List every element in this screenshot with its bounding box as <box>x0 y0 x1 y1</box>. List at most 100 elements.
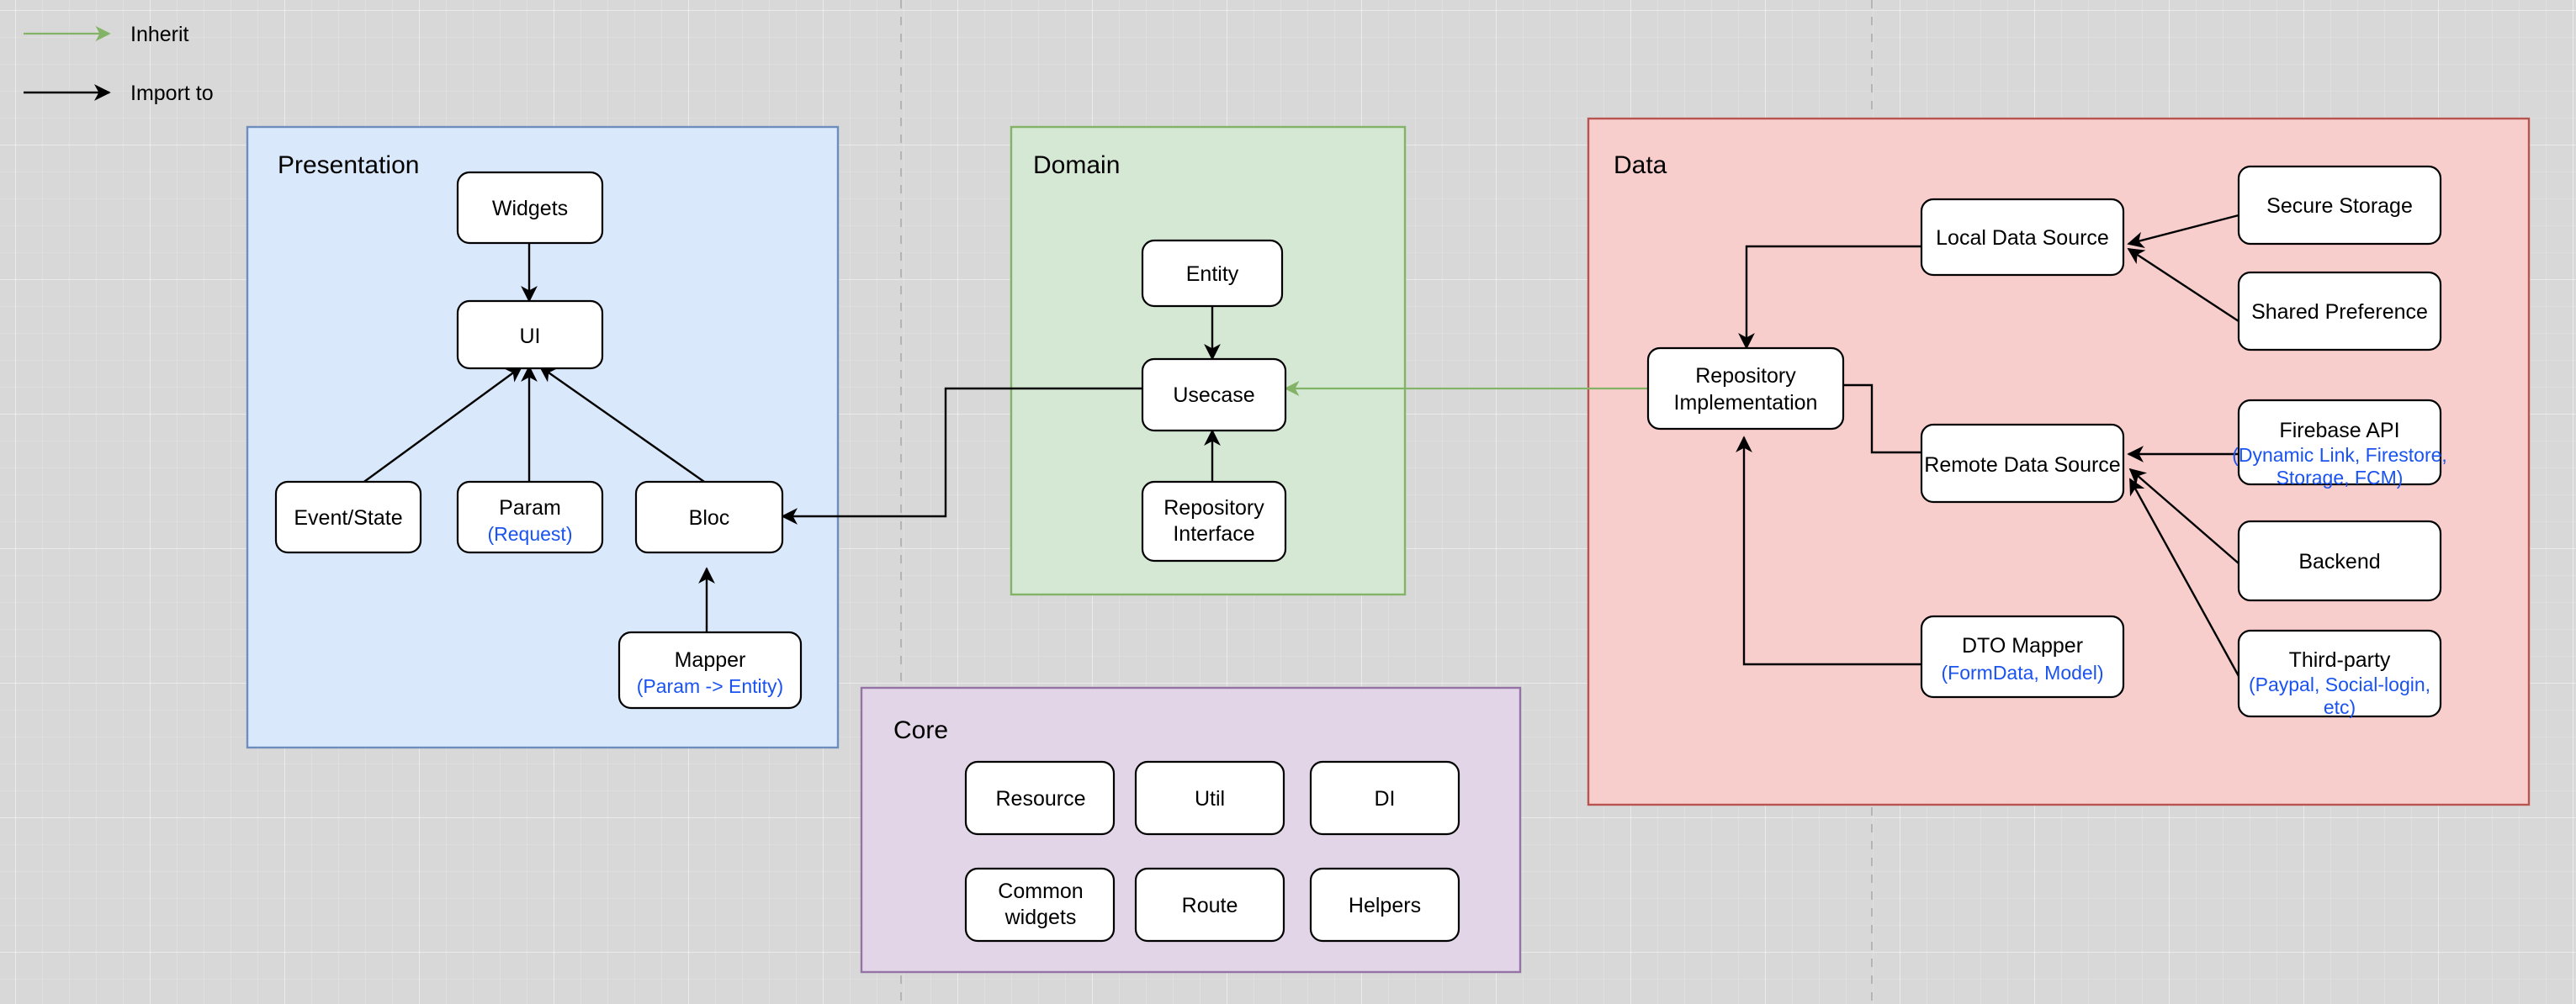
legend-item-inherit: Inherit <box>24 23 189 46</box>
node-repository-interface[interactable]: Repository Interface <box>1141 480 1287 563</box>
legend-item-import-to: Import to <box>24 82 214 105</box>
node-bloc-box <box>634 480 784 554</box>
node-entity-label: Entity <box>1186 262 1239 286</box>
panel-title-core: Core <box>893 716 948 744</box>
node-bloc-label: Bloc <box>689 506 730 530</box>
node-usecase[interactable]: Usecase <box>1141 357 1287 432</box>
node-shared-preference-box <box>2237 271 2442 351</box>
node-param-box <box>456 480 604 554</box>
node-util[interactable]: Util <box>1134 760 1285 836</box>
node-firebase-api-box <box>2237 399 2442 486</box>
node-backend[interactable]: Backend <box>2237 520 2442 602</box>
node-mapper[interactable]: Mapper (Param -> Entity) <box>617 631 803 710</box>
node-di-box <box>1309 760 1460 836</box>
node-resource-label: Resource <box>996 787 1086 811</box>
legend-label-import-to: Import to <box>130 82 214 105</box>
node-usecase-label: Usecase <box>1173 383 1254 407</box>
node-repository-interface-box <box>1141 480 1287 563</box>
node-ui-box <box>456 299 604 370</box>
node-dto-mapper-box <box>1920 615 2125 699</box>
edge-shared-preference-to-local-data-source <box>2127 247 2239 323</box>
node-route-box <box>1134 867 1285 943</box>
node-remote-data-source-label: Remote Data Source <box>1924 453 2120 477</box>
node-third-party-label: Third-party <box>2289 648 2391 672</box>
node-mapper-sublabel: (Param -> Entity) <box>637 675 783 697</box>
node-third-party-sublabel2: etc) <box>2324 696 2356 718</box>
node-ui[interactable]: UI <box>456 299 604 370</box>
node-firebase-api-sublabel2: Storage, FCM) <box>2277 467 2404 489</box>
node-mapper-label: Mapper <box>675 648 746 672</box>
node-backend-label: Backend <box>2298 550 2380 573</box>
node-ui-label: UI <box>520 325 541 348</box>
node-shared-preference-label: Shared Preference <box>2251 300 2428 324</box>
edge-third-party-to-remote-data-source <box>2128 478 2240 677</box>
node-common-widgets-box <box>964 867 1116 943</box>
node-param[interactable]: Param (Request) <box>456 480 604 554</box>
edges <box>361 214 2240 677</box>
node-firebase-api-sublabel: (Dynamic Link, Firestore, <box>2232 444 2447 466</box>
node-repository-implementation-label2: Implementation <box>1674 391 1818 415</box>
edge-bloc-to-ui <box>538 365 708 484</box>
edge-event-state-to-ui <box>361 365 523 484</box>
node-util-label: Util <box>1195 787 1225 811</box>
node-event-state[interactable]: Event/State <box>274 480 422 554</box>
node-widgets-label: Widgets <box>492 197 568 220</box>
node-remote-data-source-box <box>1920 423 2125 504</box>
node-helpers-box <box>1309 867 1460 943</box>
node-firebase-api[interactable]: Firebase API (Dynamic Link, Firestore, S… <box>2232 399 2447 489</box>
node-repository-implementation[interactable]: Repository Implementation <box>1646 346 1845 431</box>
legend: Inherit Import to <box>24 23 214 105</box>
node-event-state-box <box>274 480 422 554</box>
node-local-data-source-label: Local Data Source <box>1936 226 2109 250</box>
node-widgets-box <box>456 171 604 245</box>
node-dto-mapper[interactable]: DTO Mapper (FormData, Model) <box>1920 615 2125 699</box>
node-secure-storage[interactable]: Secure Storage <box>2237 165 2442 246</box>
node-repository-implementation-box <box>1646 346 1845 431</box>
node-backend-box <box>2237 520 2442 602</box>
node-di[interactable]: DI <box>1309 760 1460 836</box>
legend-label-inherit: Inherit <box>130 23 189 46</box>
node-third-party[interactable]: Third-party (Paypal, Social-login, etc) <box>2237 629 2442 718</box>
node-remote-data-source[interactable]: Remote Data Source <box>1920 423 2125 504</box>
node-entity-box <box>1141 239 1284 308</box>
node-helpers-label: Helpers <box>1349 894 1421 917</box>
node-event-state-label: Event/State <box>294 506 402 530</box>
node-dto-mapper-label: DTO Mapper <box>1962 634 2083 658</box>
node-util-box <box>1134 760 1285 836</box>
node-common-widgets-label: Common <box>998 880 1083 903</box>
panel-title-data: Data <box>1614 151 1667 179</box>
node-route-label: Route <box>1182 894 1238 917</box>
node-shared-preference[interactable]: Shared Preference <box>2237 271 2442 351</box>
node-param-sublabel: (Request) <box>488 523 573 545</box>
node-mapper-box <box>617 631 803 710</box>
edge-dto-mapper-to-repository-implementation <box>1736 436 1921 666</box>
node-repository-interface-label2: Interface <box>1173 522 1254 546</box>
node-firebase-api-label: Firebase API <box>2279 419 2399 442</box>
panel-title-presentation: Presentation <box>278 151 419 179</box>
edge-secure-storage-to-local-data-source <box>2127 214 2239 249</box>
edge-usecase-to-bloc <box>781 387 1143 525</box>
node-common-widgets-label2: widgets <box>1004 906 1077 929</box>
node-resource-box <box>964 760 1116 836</box>
node-entity[interactable]: Entity <box>1141 239 1284 308</box>
edge-backend-to-remote-data-source <box>2128 468 2239 564</box>
panel-title-domain: Domain <box>1033 151 1120 179</box>
node-helpers[interactable]: Helpers <box>1309 867 1460 943</box>
node-di-label: DI <box>1375 787 1396 811</box>
node-bloc[interactable]: Bloc <box>634 480 784 554</box>
node-common-widgets[interactable]: Common widgets <box>964 867 1116 943</box>
node-repository-interface-label: Repository <box>1163 496 1264 520</box>
edge-local-data-source-to-repository-implementation <box>1738 245 1921 350</box>
node-local-data-source[interactable]: Local Data Source <box>1920 198 2125 277</box>
node-resource[interactable]: Resource <box>964 760 1116 836</box>
node-dto-mapper-sublabel: (FormData, Model) <box>1942 662 2104 684</box>
node-local-data-source-box <box>1920 198 2125 277</box>
node-route[interactable]: Route <box>1134 867 1285 943</box>
node-repository-implementation-label: Repository <box>1695 364 1796 388</box>
node-usecase-box <box>1141 357 1287 432</box>
node-third-party-box <box>2237 629 2442 718</box>
node-widgets[interactable]: Widgets <box>456 171 604 245</box>
node-third-party-sublabel: (Paypal, Social-login, <box>2249 674 2430 695</box>
